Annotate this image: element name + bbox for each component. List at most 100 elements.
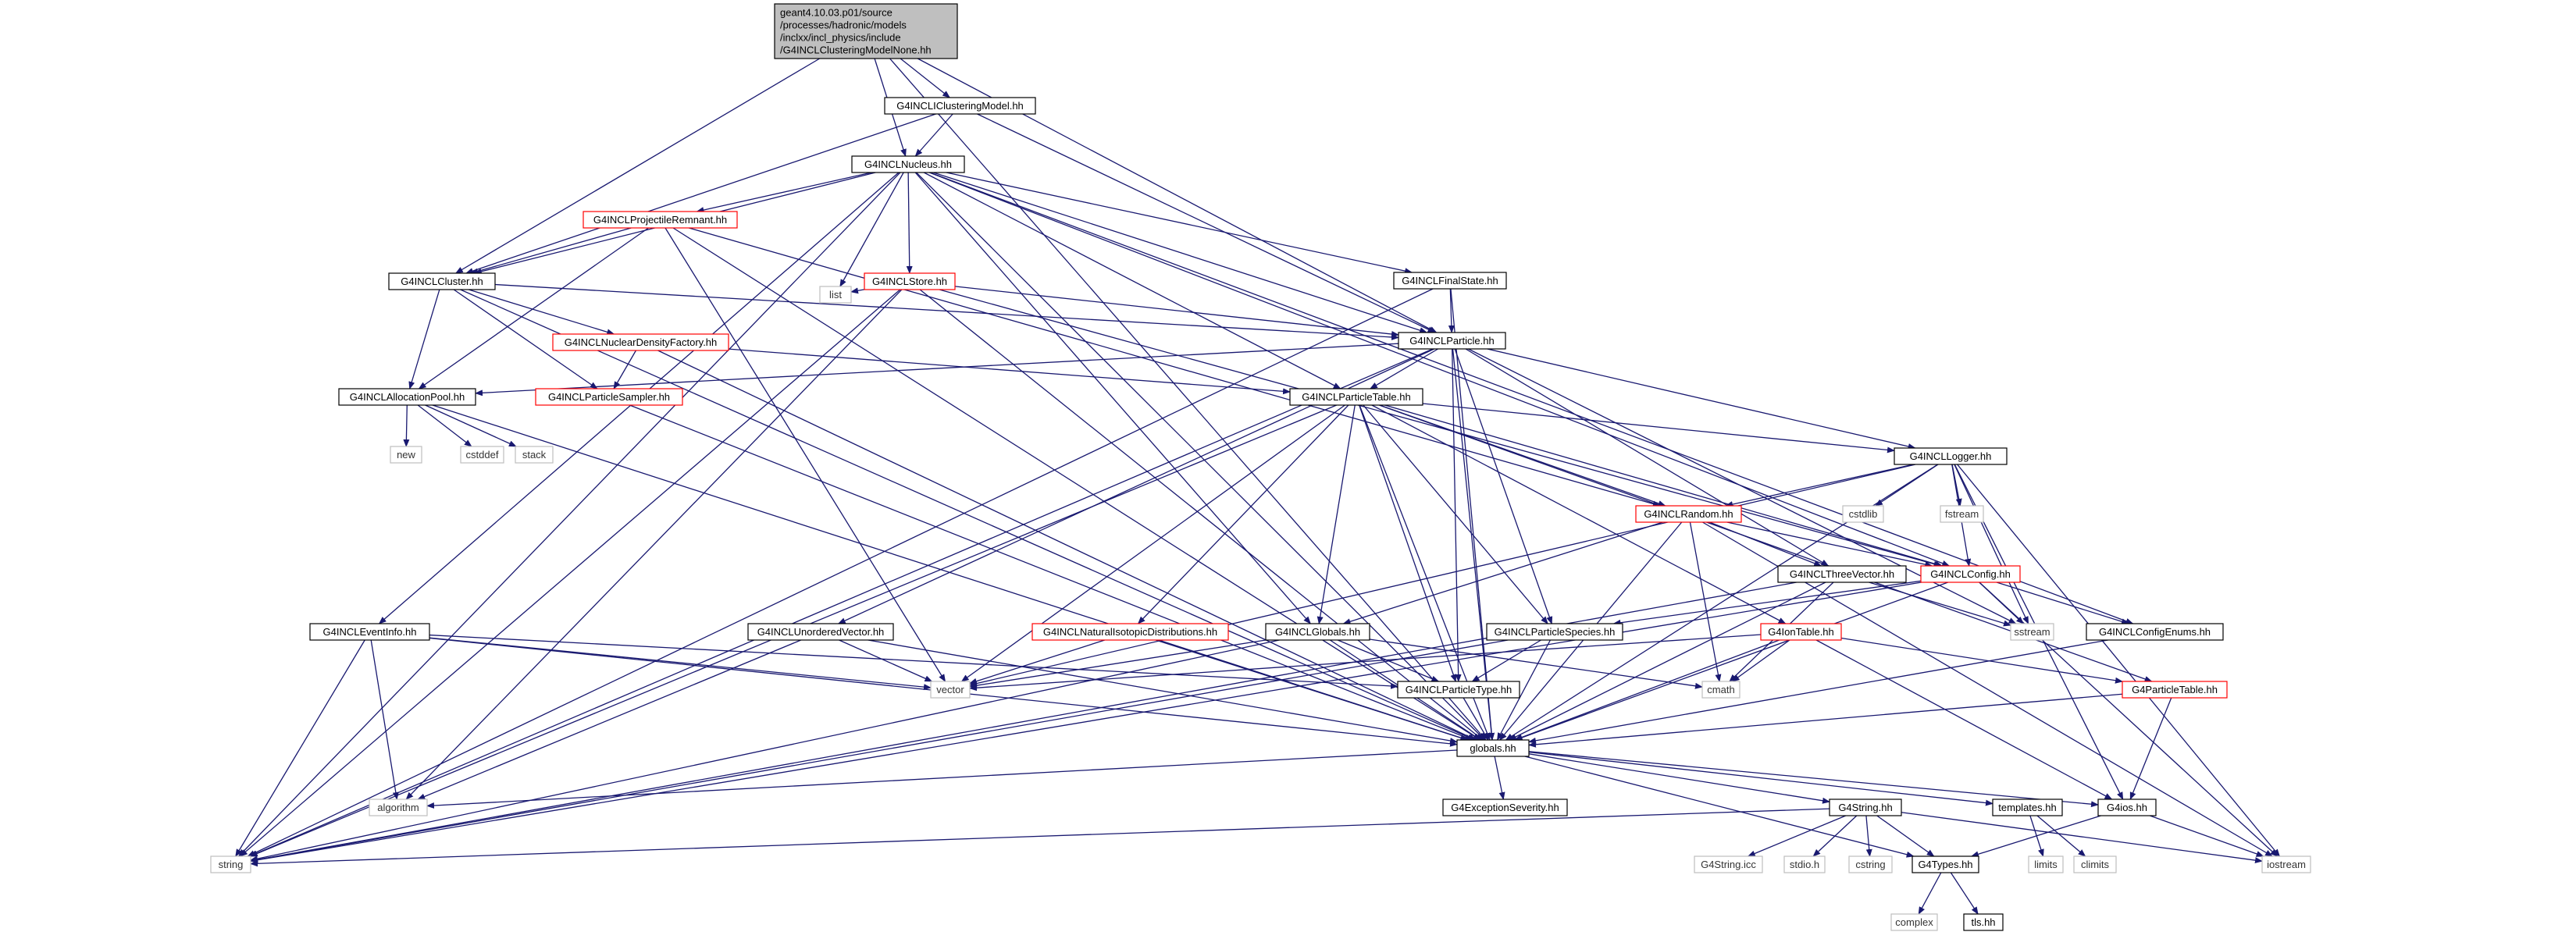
- edge-cluster-to-globals: [460, 289, 1476, 741]
- edge-nucleus-to-list: [839, 172, 904, 287]
- node-unordered_vector[interactable]: G4INCLUnorderedVector.hh: [747, 623, 894, 641]
- node-box-particle_type: [1397, 681, 1520, 699]
- node-string: string: [210, 855, 251, 873]
- node-particle_species[interactable]: G4INCLParticleSpecies.hh: [1486, 623, 1623, 641]
- node-label-particle_species: G4INCLParticleSpecies.hh: [1495, 626, 1616, 638]
- edge-cluster-to-particle_sampler: [453, 289, 598, 389]
- node-incl_globals[interactable]: G4INCLGlobals.hh: [1265, 623, 1370, 641]
- edge-clustering_model-to-nucleus: [914, 113, 953, 157]
- node-allocation_pool[interactable]: G4INCLAllocationPool.hh: [338, 388, 476, 406]
- node-label-fstream: fstream: [1945, 508, 1979, 520]
- node-event_info[interactable]: G4INCLEventInfo.hh: [309, 623, 430, 641]
- node-final_state[interactable]: G4INCLFinalState.hh: [1393, 272, 1507, 290]
- edge-nucleus-to-incl_globals: [914, 172, 1311, 624]
- edge-g4types-to-complex: [1918, 872, 1942, 915]
- node-box-climits: [2073, 855, 2117, 873]
- node-label-logger: G4INCLLogger.hh: [1910, 450, 1992, 462]
- edge-ion_table-to-g4ios: [1815, 639, 2113, 800]
- node-label-g4string: G4String.hh: [1838, 802, 1892, 813]
- node-box-particle_table: [1289, 388, 1423, 406]
- edge-natural_isotopic-to-vector: [969, 639, 1105, 685]
- edge-projectile_remnant-to-allocation_pool: [418, 227, 649, 389]
- node-label-nucleus: G4INCLNucleus.hh: [864, 158, 952, 170]
- node-config_enums[interactable]: G4INCLConfigEnums.hh: [2086, 623, 2224, 641]
- edge-particle_sampler-to-globals: [629, 404, 1473, 741]
- node-logger[interactable]: G4INCLLogger.hh: [1894, 447, 2008, 465]
- node-particle_type[interactable]: G4INCLParticleType.hh: [1397, 681, 1520, 699]
- node-label-store: G4INCLStore.hh: [872, 276, 947, 287]
- node-projectile_remnant[interactable]: G4INCLProjectileRemnant.hh: [583, 211, 738, 229]
- edge-three_vector-to-globals: [1509, 582, 1826, 741]
- node-g4string[interactable]: G4String.hh: [1829, 799, 1902, 816]
- node-label-particle_type: G4INCLParticleType.hh: [1406, 684, 1512, 695]
- node-box-g4types: [1912, 855, 1979, 873]
- node-ion_table[interactable]: G4IonTable.hh: [1760, 623, 1842, 641]
- node-label-g4particle_table: G4ParticleTable.hh: [2132, 684, 2218, 695]
- node-g4particle_table[interactable]: G4ParticleTable.hh: [2122, 681, 2228, 699]
- edge-root-to-globals: [889, 58, 1487, 741]
- edge-particle_table-to-config: [1384, 404, 1944, 567]
- edge-nucleus-to-particle_table: [923, 172, 1341, 389]
- node-label-cstdlib: cstdlib: [1849, 508, 1878, 520]
- node-g4types[interactable]: G4Types.hh: [1912, 855, 1979, 873]
- node-store[interactable]: G4INCLStore.hh: [864, 272, 956, 290]
- node-label-config_enums: G4INCLConfigEnums.hh: [2099, 626, 2211, 638]
- node-particle_sampler[interactable]: G4INCLParticleSampler.hh: [535, 388, 683, 406]
- node-three_vector[interactable]: G4INCLThreeVector.hh: [1777, 565, 1907, 583]
- node-new: new: [390, 446, 422, 464]
- node-box-exception_severity: [1442, 799, 1568, 816]
- node-templates[interactable]: templates.hh: [1992, 799, 2063, 816]
- node-box-particle: [1398, 332, 1506, 350]
- edge-root-to-clustering_model: [900, 58, 951, 98]
- edge-allocation_pool-to-stack: [425, 404, 517, 447]
- node-label-ion_table: G4IonTable.hh: [1768, 626, 1834, 638]
- node-box-iostream: [2261, 855, 2311, 873]
- edge-nuclear_density_factory-to-particle_sampler: [613, 350, 636, 389]
- node-particle_table[interactable]: G4INCLParticleTable.hh: [1289, 388, 1423, 406]
- node-config[interactable]: G4INCLConfig.hh: [1920, 565, 2021, 583]
- node-label-sstream: sstream: [2014, 626, 2050, 638]
- node-random[interactable]: G4INCLRandom.hh: [1635, 505, 1742, 523]
- node-label-root-line-2: /inclxx/incl_physics/include: [780, 32, 901, 44]
- node-nucleus[interactable]: G4INCLNucleus.hh: [851, 155, 965, 173]
- node-complex: complex: [1890, 913, 1938, 931]
- node-label-particle: G4INCLParticle.hh: [1409, 335, 1494, 347]
- edge-particle_species-to-particle_type: [1471, 639, 1541, 682]
- edge-config-to-config_enums: [1996, 582, 2129, 625]
- edge-allocation_pool-to-globals: [432, 404, 1469, 742]
- node-label-stack: stack: [522, 449, 547, 461]
- node-fstream: fstream: [1940, 505, 1984, 523]
- node-label-config: G4INCLConfig.hh: [1930, 568, 2011, 580]
- node-tls[interactable]: tls.hh: [1963, 913, 2004, 931]
- node-sstream: sstream: [2010, 623, 2054, 641]
- node-label-projectile_remnant: G4INCLProjectileRemnant.hh: [593, 214, 727, 226]
- node-label-vector: vector: [936, 684, 964, 695]
- edge-three_vector-to-sstream: [1869, 582, 2011, 627]
- edge-templates-to-climits: [2036, 815, 2086, 857]
- edge-logger-to-random: [1725, 464, 1914, 507]
- node-label-nuclear_density_factory: G4INCLNuclearDensityFactory.hh: [565, 336, 718, 348]
- node-box-store: [864, 272, 956, 290]
- node-cluster[interactable]: G4INCLCluster.hh: [388, 272, 496, 290]
- edge-particle_species-to-globals: [1496, 639, 1552, 741]
- edge-particle_table-to-logger: [1422, 403, 1895, 453]
- node-natural_isotopic[interactable]: G4INCLNaturalIsotopicDistributions.hh: [1031, 623, 1229, 641]
- node-box-globals: [1456, 739, 1530, 757]
- node-globals[interactable]: globals.hh: [1456, 739, 1530, 757]
- node-box-templates: [1992, 799, 2063, 816]
- node-nuclear_density_factory[interactable]: G4INCLNuclearDensityFactory.hh: [552, 333, 729, 351]
- edge-store-to-list: [850, 287, 865, 294]
- edge-ion_table-to-globals: [1513, 639, 1780, 741]
- node-g4ios[interactable]: G4ios.hh: [2097, 799, 2157, 816]
- edge-g4particle_table-to-g4ios: [2129, 697, 2172, 800]
- node-box-incl_globals: [1265, 623, 1370, 641]
- edge-logger-to-vector: [969, 464, 1916, 687]
- node-exception_severity[interactable]: G4ExceptionSeverity.hh: [1442, 799, 1568, 816]
- edge-nuclear_density_factory-to-particle_table: [728, 348, 1291, 395]
- node-iostream: iostream: [2261, 855, 2311, 873]
- edge-g4string-to-cstring: [1865, 815, 1872, 857]
- node-clustering_model[interactable]: G4INCLIClusteringModel.hh: [884, 97, 1036, 115]
- edge-clustering_model-to-cluster: [465, 113, 936, 274]
- node-root[interactable]: geant4.10.03.p01/source/processes/hadron…: [774, 3, 958, 59]
- node-particle[interactable]: G4INCLParticle.hh: [1398, 332, 1506, 350]
